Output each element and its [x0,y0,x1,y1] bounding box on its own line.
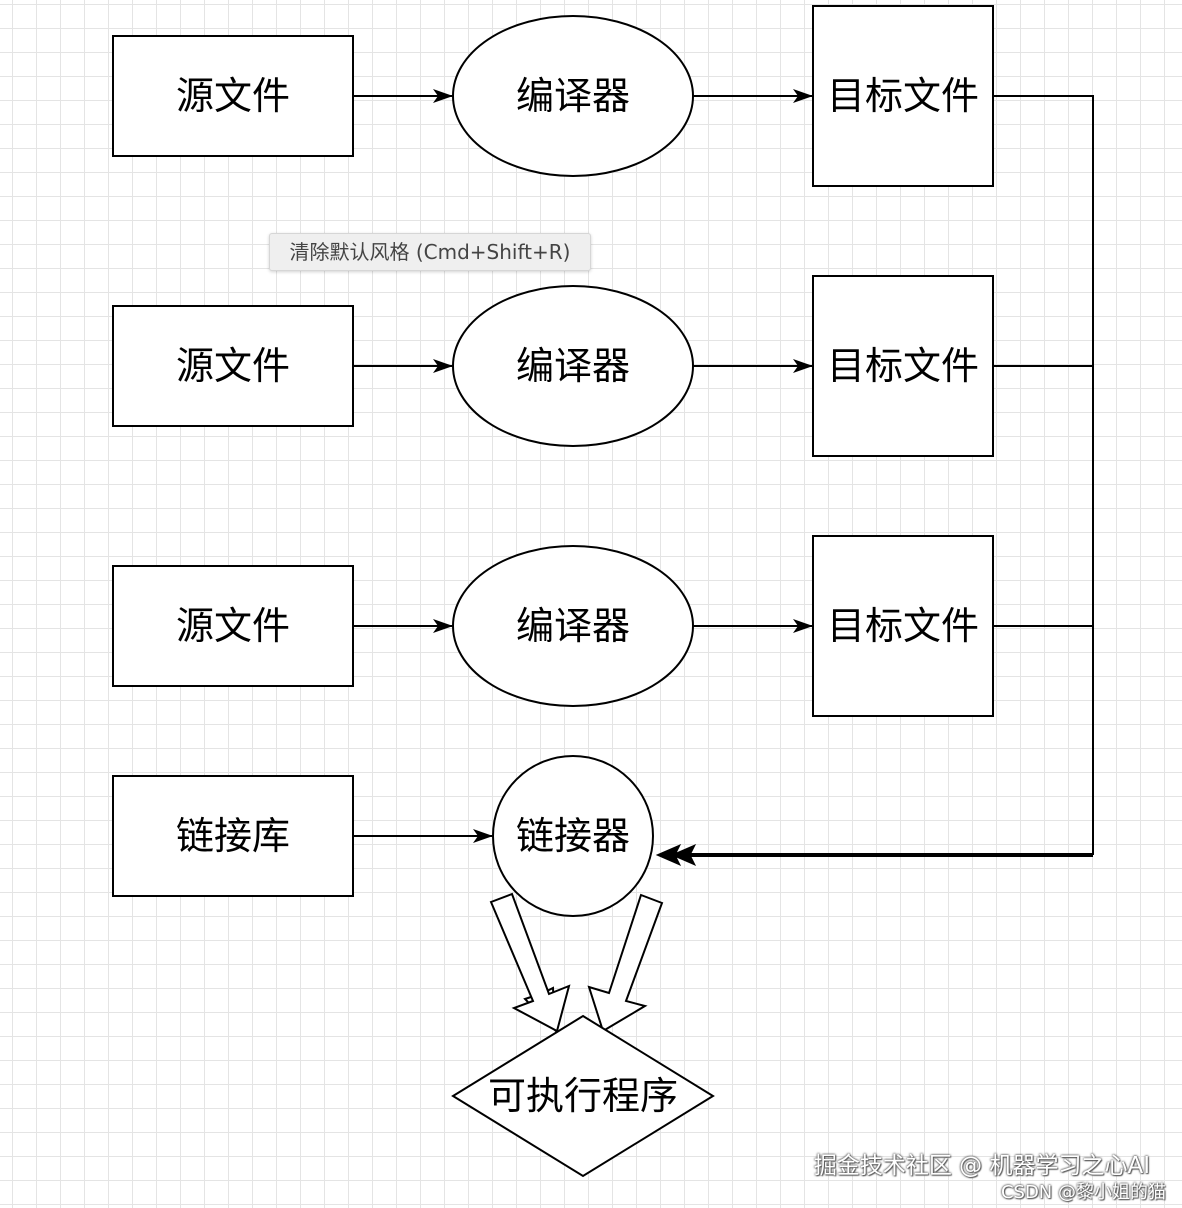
tooltip: 清除默认风格 (Cmd+Shift+R) [269,233,591,271]
row-2: 源文件 编译器 目标文件 [112,275,994,457]
library-box[interactable] [112,775,354,897]
compiler-label-1: 编译器 [516,74,630,118]
target-file-label-3: 目标文件 [827,604,979,648]
row-3: 源文件 编译器 目标文件 [112,535,994,717]
row-1: 源文件 编译器 目标文件 [112,5,994,187]
executable-label: 可执行程序 [488,1074,678,1118]
target-to-linker-connectors [655,95,1094,867]
target-file-label-1: 目标文件 [827,74,979,118]
double-arrowhead-icon [655,843,697,867]
target-file-box-2[interactable] [812,275,994,457]
watermark-juejin: 掘金技术社区 @ 机器学习之心AI [813,1153,1150,1179]
source-file-box-3[interactable] [112,565,354,687]
source-file-box-1[interactable] [112,35,354,157]
source-file-label-3: 源文件 [176,604,290,648]
target-file-box-1[interactable] [812,5,994,187]
library-label: 链接库 [176,814,290,858]
left-block-arrow-shape [489,892,571,1033]
target-file-label-2: 目标文件 [827,344,979,388]
source-file-label-1: 源文件 [176,74,290,118]
target-file-box-3[interactable] [812,535,994,717]
linker-label: 链接器 [516,814,630,858]
compiler-label-3: 编译器 [516,604,630,648]
connector-target-1 [993,95,1094,855]
source-file-box-2[interactable] [112,305,354,427]
executable-diamond[interactable] [451,1014,715,1178]
link-row: 链接库 链接器 [112,755,654,917]
compiler-label-2: 编译器 [516,344,630,388]
linker-node[interactable] [492,755,654,917]
watermark-csdn: CSDN @黎小姐的猫 [1000,1182,1166,1203]
right-block-arrow-shape [587,893,664,1033]
executable-group: 可执行程序 [451,1014,715,1178]
linker-output-arrows [489,892,664,1033]
source-file-label-2: 源文件 [176,344,290,388]
